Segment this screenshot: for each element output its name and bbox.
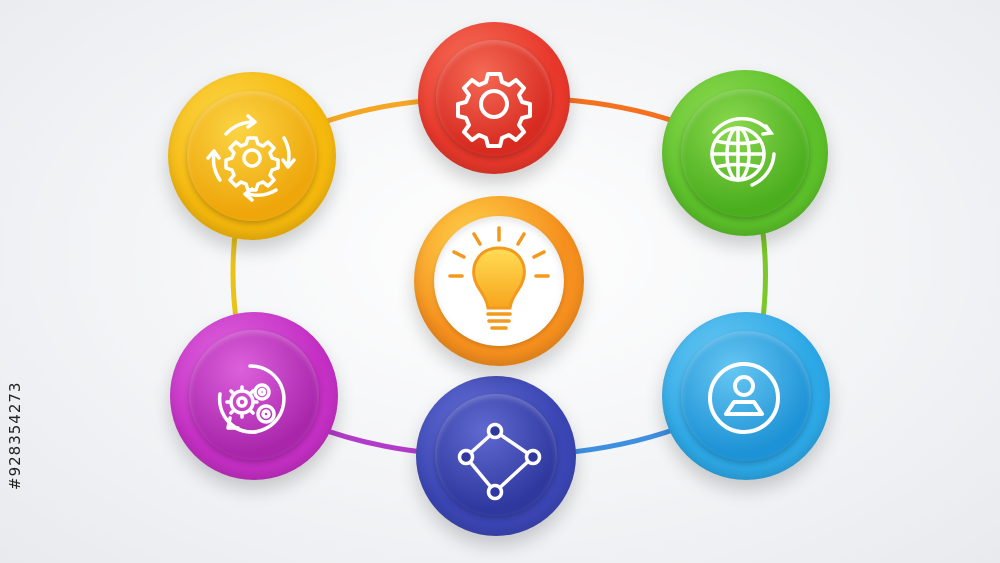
settings-node[interactable] [418, 22, 570, 174]
network-node[interactable] [416, 376, 576, 536]
process-gears-node[interactable] [170, 312, 338, 480]
user-profile-node[interactable] [662, 312, 830, 480]
user-icon [708, 362, 780, 434]
gear-icon [456, 72, 532, 148]
watermark-id-text: #928354273 [6, 381, 24, 491]
globe-refresh-icon [710, 116, 776, 187]
idea-node[interactable] [414, 196, 584, 366]
cycle-node[interactable] [168, 72, 336, 240]
gears-cycle-icon [217, 364, 286, 434]
gear-cycle-icon [206, 114, 296, 202]
lightbulb-icon [448, 226, 550, 330]
global-refresh-node[interactable] [662, 70, 828, 236]
network-diamond-icon [457, 422, 542, 501]
